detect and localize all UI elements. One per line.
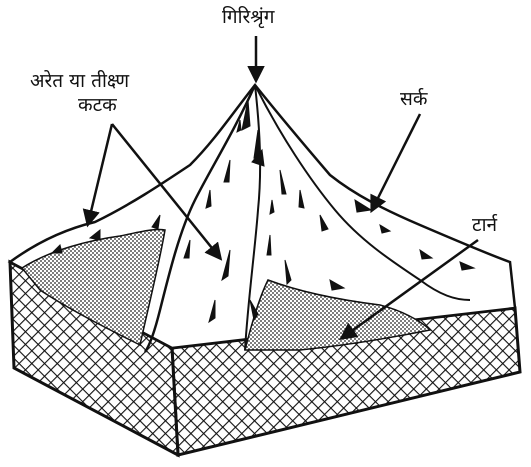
peak-label: गिरिश्रृंग: [222, 6, 274, 28]
arrow-cirque: [372, 114, 420, 210]
arete-label-line1: अरेत या तीक्ष्ण: [30, 70, 129, 92]
cirque-label: सर्क: [400, 88, 427, 110]
tarn-label: टार्न: [472, 214, 497, 236]
arrow-arete-left: [88, 124, 112, 224]
arete-label-line2: कटक: [78, 94, 117, 116]
